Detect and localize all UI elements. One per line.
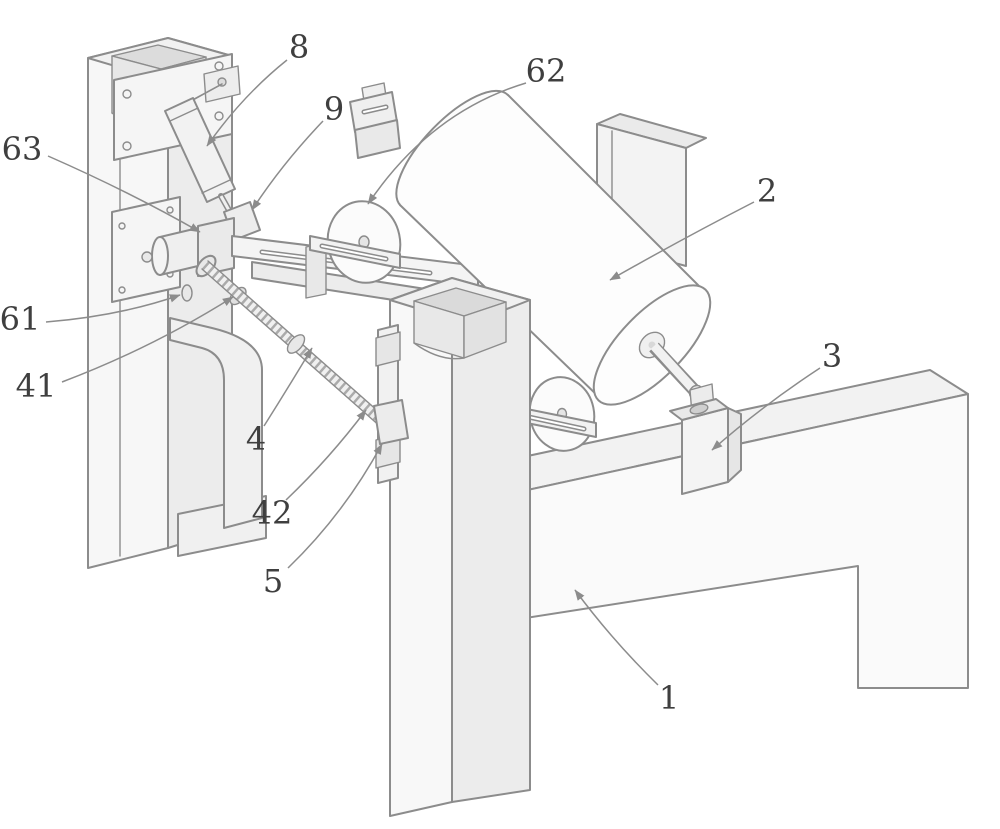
part-label-61: 61 xyxy=(0,300,40,338)
leader-line-1 xyxy=(574,589,659,686)
leader-line-2 xyxy=(609,201,755,281)
pneumatic-cylinder xyxy=(164,83,261,241)
leader-line-3 xyxy=(711,367,821,451)
leader-line-62 xyxy=(367,82,527,205)
front-post xyxy=(389,277,531,817)
part-label-2: 2 xyxy=(757,172,777,210)
part-label-1: 1 xyxy=(659,679,679,717)
wall-bracket-arm xyxy=(169,317,267,557)
part-label-63: 63 xyxy=(2,130,43,168)
part-label-5: 5 xyxy=(263,562,283,600)
leader-line-8 xyxy=(206,59,288,147)
shaft-support xyxy=(669,383,742,495)
support-wheel-upper xyxy=(309,200,402,284)
leader-line-4 xyxy=(263,347,313,427)
part-label-3: 3 xyxy=(822,337,842,375)
rail-end-bracket xyxy=(373,324,409,484)
leader-line-61 xyxy=(45,294,181,323)
leader-line-41 xyxy=(61,296,234,383)
part-label-42: 42 xyxy=(252,494,293,532)
part-label-4: 4 xyxy=(246,420,266,458)
part-label-9: 9 xyxy=(324,90,344,128)
leader-line-63 xyxy=(47,155,201,233)
lead-screw xyxy=(195,254,389,429)
part-label-8: 8 xyxy=(289,28,309,66)
leader-line-5 xyxy=(287,443,383,569)
part-label-41: 41 xyxy=(16,367,57,405)
leader-line-42 xyxy=(285,409,367,501)
labels-layer: 89 62 2 3 63 61 41 4 42 5 1 xyxy=(0,28,842,717)
roller-end-clamp xyxy=(349,82,401,159)
part-label-62: 62 xyxy=(526,52,567,90)
leader-line-9 xyxy=(251,120,324,211)
main-roller xyxy=(395,89,712,406)
